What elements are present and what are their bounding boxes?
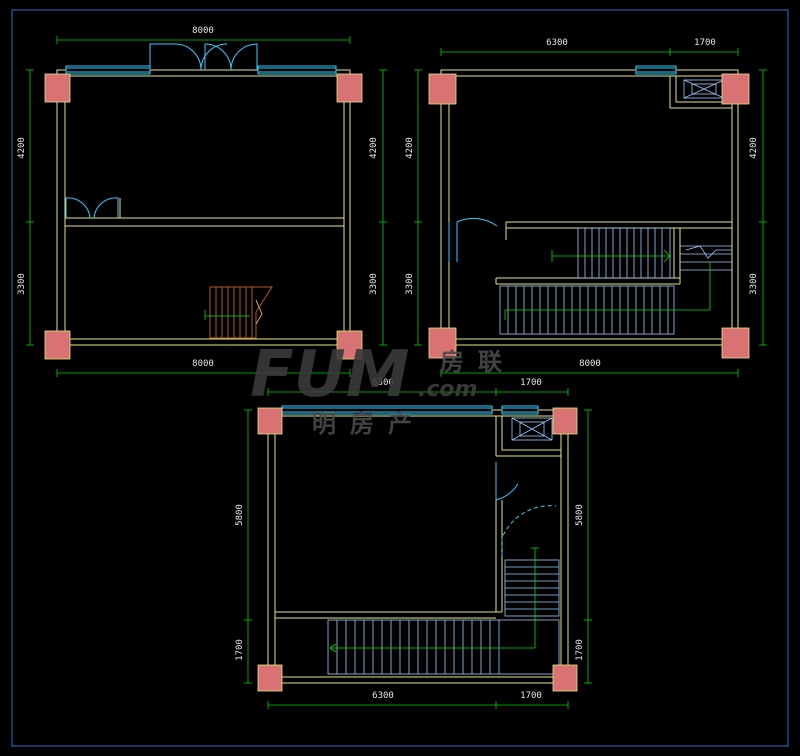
plan-a-dim-left-upper: 4200 (17, 137, 27, 159)
watermark-cjk-bottom: 明房产 (312, 410, 426, 438)
plan-a-dim-top: 8000 (192, 26, 214, 36)
plan-b-dim-bottom: 8000 (579, 359, 601, 369)
plan-c-dim-top-b: 1700 (520, 378, 542, 388)
plan-a-dim-right-lower: 3300 (369, 273, 379, 295)
plan-a-stair (209, 286, 273, 339)
watermark-latin: FUM (250, 338, 409, 412)
plan-b: 6300 1700 8000 4200 3300 4200 3300 (405, 38, 767, 377)
plan-c-dim-top-a: 6300 (372, 378, 394, 388)
plan-c-dim-left-upper: 5800 (235, 504, 245, 526)
plan-c-dim-left-lower: 1700 (235, 639, 245, 661)
plan-c-door-upper (495, 462, 519, 501)
plan-b-dim-left-upper: 4200 (405, 137, 415, 159)
plan-b-dim-right-lower: 3300 (749, 273, 759, 295)
plan-b-dim-top-a: 6300 (546, 38, 568, 48)
watermark-logo: FUM .com 房联 明房产 (250, 338, 516, 438)
plan-b-columns (428, 73, 750, 359)
watermark-com: .com (418, 377, 477, 402)
plan-a-dim-bottom: 8000 (192, 359, 214, 369)
plan-c: 6300 1700 6300 1700 5800 1700 5800 1700 (235, 378, 592, 709)
plan-c-dim-right-upper: 5800 (575, 504, 585, 526)
drawing-frame (11, 9, 789, 747)
plan-a: 8000 8000 4200 3300 4200 3300 (17, 26, 387, 377)
plan-b-stair-upper (577, 227, 671, 279)
plan-c-elevator (511, 417, 553, 441)
plan-c-dim-bottom-b: 1700 (520, 691, 542, 701)
plan-c-stair-arrow (329, 547, 539, 653)
plan-c-columns (257, 407, 578, 692)
plan-a-columns (44, 73, 363, 360)
plan-c-stair-horizontal (327, 619, 560, 675)
plan-a-dim-left-lower: 3300 (17, 273, 27, 295)
plan-c-dim-bottom-a: 6300 (372, 691, 394, 701)
plan-b-dim-top-b: 1700 (694, 38, 716, 48)
plan-a-entrance-doors (65, 43, 337, 75)
plan-a-interior-door (65, 197, 119, 219)
watermark-cjk-top: 房联 (440, 348, 516, 376)
plan-c-dim-right-lower: 1700 (575, 639, 585, 661)
plan-b-interior-door (448, 217, 498, 262)
plan-a-dim-right-upper: 4200 (369, 137, 379, 159)
plan-c-stair-vertical (504, 559, 560, 617)
plan-b-stair-arrow (504, 249, 711, 320)
plan-b-dim-right-upper: 4200 (749, 137, 759, 159)
plan-b-dim-left-lower: 3300 (405, 273, 415, 295)
